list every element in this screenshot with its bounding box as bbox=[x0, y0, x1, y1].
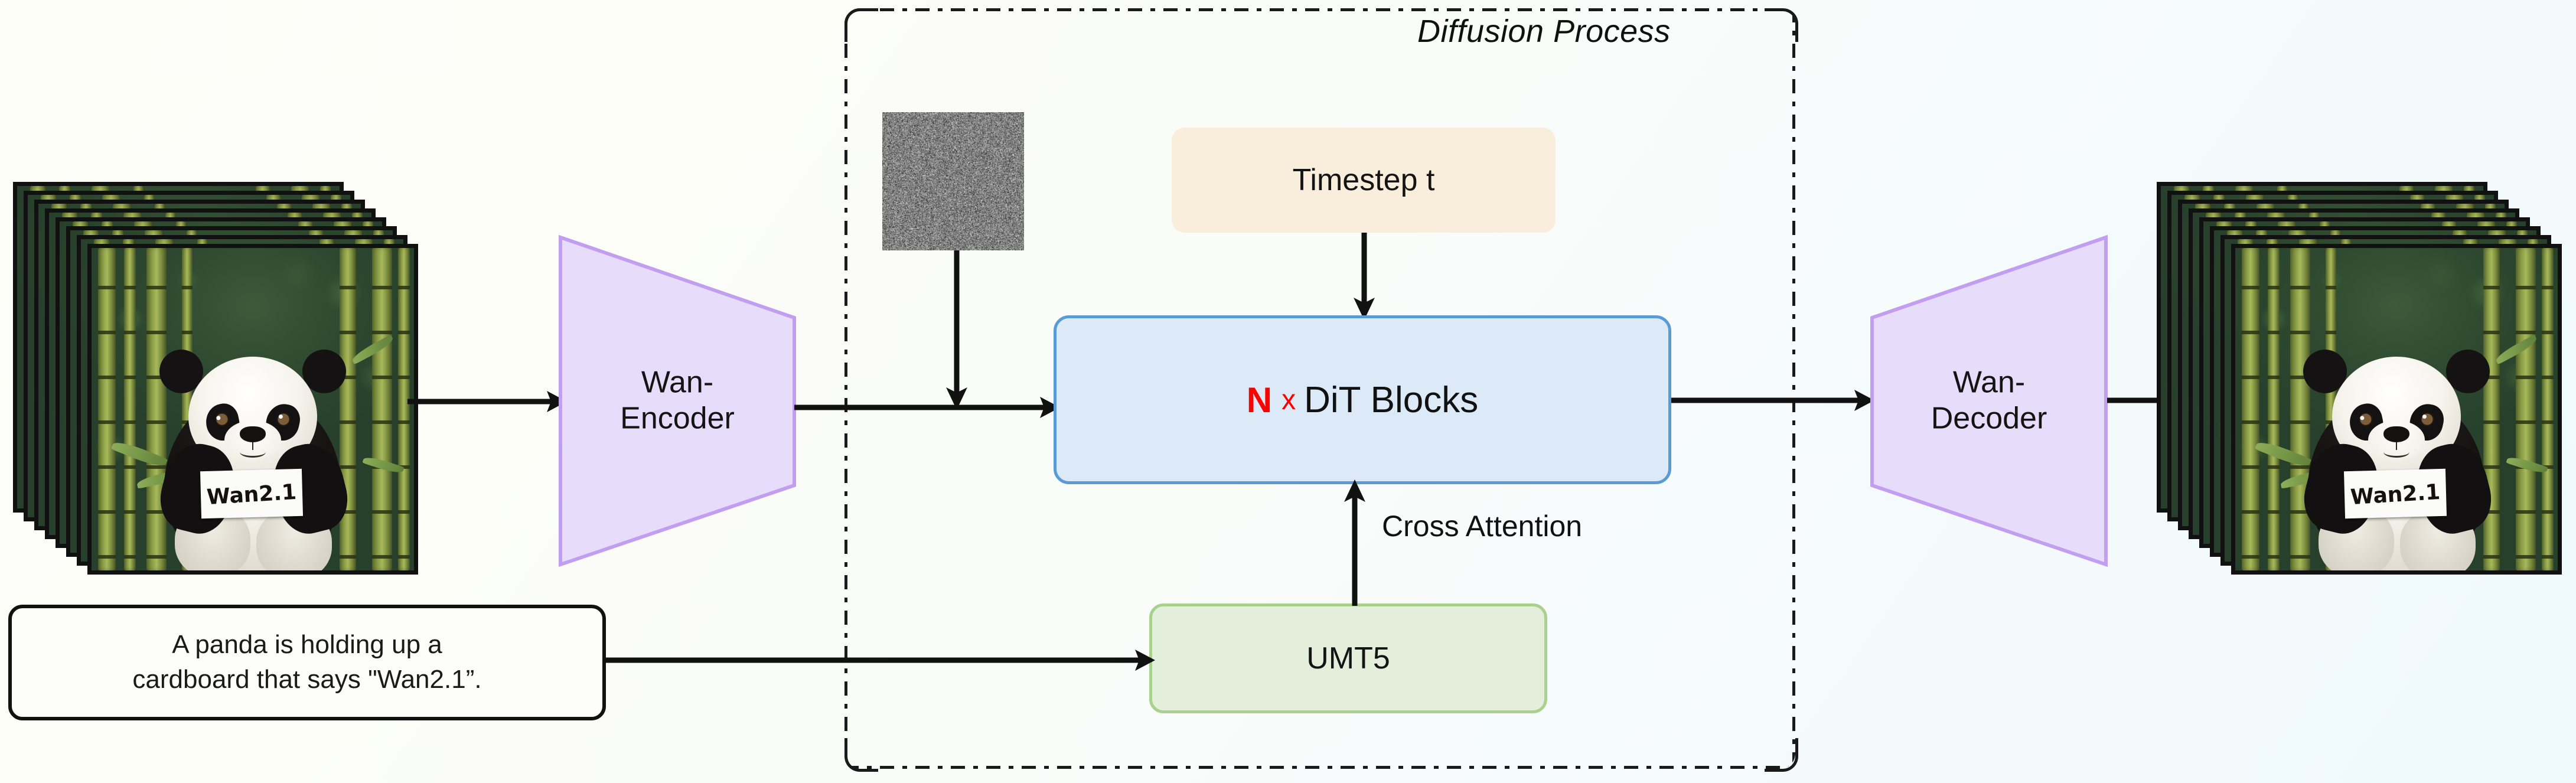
arrow-noise-to-latent bbox=[946, 250, 967, 410]
wan-decoder-node[interactable]: Wan- Decoder bbox=[1870, 234, 2108, 567]
panda-sign-text: Wan2.1 bbox=[206, 479, 298, 510]
dit-blocks-label: DiT Blocks bbox=[1304, 379, 1479, 420]
dit-blocks-node[interactable]: N x DiT Blocks bbox=[1054, 315, 1671, 484]
diffusion-process-title: Diffusion Process bbox=[1417, 14, 1671, 49]
panda-sign: Wan2.1 bbox=[2343, 468, 2447, 519]
timestep-node[interactable]: Timestep t bbox=[1172, 128, 1556, 233]
region-corner-br bbox=[1765, 738, 1798, 772]
timestep-label: Timestep t bbox=[1292, 163, 1435, 197]
prompt-line-2: cardboard that says "Wan2.1”. bbox=[132, 665, 482, 694]
input-frame-stack: Wan2.1 bbox=[13, 182, 426, 589]
umt5-label: UMT5 bbox=[1306, 641, 1390, 676]
arrow-umt5-to-dit bbox=[1344, 479, 1365, 606]
umt5-node[interactable]: UMT5 bbox=[1149, 603, 1547, 713]
prompt-line-1: A panda is holding up a bbox=[172, 630, 442, 660]
dit-count-label: N bbox=[1246, 380, 1273, 420]
wan-encoder-label: Wan- Encoder bbox=[620, 365, 735, 436]
region-corner-tl bbox=[844, 8, 878, 42]
arrow-timestep-to-dit bbox=[1354, 233, 1375, 320]
prompt-box[interactable]: A panda is holding up a cardboard that s… bbox=[8, 605, 606, 720]
arrow-input-to-encoder bbox=[407, 391, 567, 412]
region-corner-bl bbox=[844, 738, 878, 772]
cross-attention-label: Cross Attention bbox=[1382, 510, 1583, 543]
arrow-prompt-to-umt5 bbox=[606, 650, 1155, 671]
panda-sign: Wan2.1 bbox=[200, 468, 304, 519]
output-frame-stack: Wan2.1 bbox=[2157, 182, 2570, 589]
noise-latent-patch bbox=[882, 112, 1024, 250]
arrow-encoder-to-dit bbox=[794, 397, 1060, 418]
input-frame-front: Wan2.1 bbox=[87, 244, 418, 575]
panda-sign-text: Wan2.1 bbox=[2349, 479, 2441, 510]
region-corner-tr bbox=[1765, 8, 1798, 42]
output-frame-front: Wan2.1 bbox=[2231, 244, 2562, 575]
dit-times-label: x bbox=[1282, 384, 1296, 416]
wan-decoder-label: Wan- Decoder bbox=[1931, 365, 2047, 436]
wan-encoder-node[interactable]: Wan- Encoder bbox=[558, 234, 797, 567]
arrow-dit-to-decoder bbox=[1671, 390, 1874, 411]
